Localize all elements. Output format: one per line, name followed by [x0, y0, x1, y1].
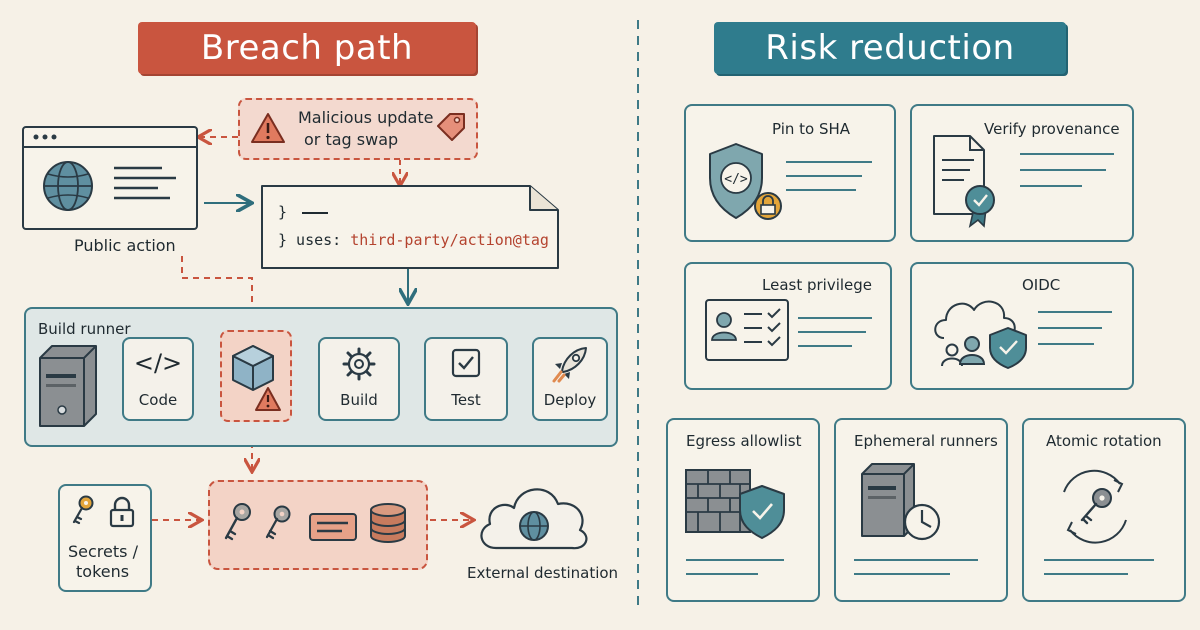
token-card-icon	[309, 513, 357, 541]
code-line-2-prefix: } uses:	[278, 231, 342, 249]
external-destination-label: External destination	[467, 564, 619, 582]
risk-reduction-title: Risk reduction	[714, 22, 1066, 74]
step-deploy: Deploy	[532, 337, 608, 421]
card-least-privilege: Least privilege	[684, 262, 892, 390]
card-ephemeral-runners: Ephemeral runners	[834, 418, 1008, 602]
rocket-icon	[552, 347, 587, 383]
public-action-label: Public action	[74, 236, 176, 255]
certificate-icon	[933, 135, 995, 228]
code-brackets-icon: </>	[133, 349, 183, 377]
shield-code-lock-icon: </>	[709, 143, 782, 220]
warning-small-icon	[255, 387, 281, 411]
threat-line2: or tag swap	[304, 130, 399, 149]
code-document	[261, 185, 559, 269]
step-test-label: Test	[451, 391, 481, 409]
card-egress-allowlist: Egress allowlist	[666, 418, 820, 602]
database-icon	[370, 503, 406, 543]
firewall-shield-icon	[685, 469, 785, 539]
breach-path-title: Breach path	[138, 22, 476, 74]
code-line-1-rule	[302, 211, 329, 214]
server-clock-icon	[861, 463, 941, 541]
card-least-privilege-title: Least privilege	[762, 276, 873, 294]
card-verify-provenance: Verify provenance	[910, 104, 1134, 242]
key-icon	[224, 503, 251, 541]
code-line-2: } uses: third-party/action@tag	[278, 231, 549, 249]
code-line-2-ref: third-party/action@tag	[350, 231, 549, 249]
public-action-window	[22, 126, 198, 230]
id-checklist-icon	[705, 299, 789, 361]
step-code: </> Code	[122, 337, 194, 421]
cube-icon	[232, 345, 274, 391]
card-verify-provenance-title: Verify provenance	[984, 120, 1120, 138]
threat-line1: Malicious update	[298, 108, 434, 127]
card-ephemeral-runners-title: Ephemeral runners	[854, 432, 998, 450]
step-build: Build	[318, 337, 400, 421]
checkbox-icon	[451, 348, 481, 378]
secrets-line1: Secrets /	[68, 542, 138, 561]
text-lines-icon	[1044, 559, 1154, 575]
globe-icon	[43, 161, 93, 211]
text-lines-icon	[114, 166, 176, 200]
cloud-identity-icon	[934, 300, 1027, 369]
text-lines-icon	[1020, 153, 1114, 187]
step-build-label: Build	[340, 391, 378, 409]
card-pin-to-sha: Pin to SHA </>	[684, 104, 896, 242]
gear-icon	[342, 347, 376, 381]
step-deploy-label: Deploy	[543, 391, 597, 409]
threat-box: Malicious update or tag swap	[238, 98, 478, 160]
key-icon	[72, 495, 94, 525]
card-pin-to-sha-title: Pin to SHA	[772, 120, 851, 138]
card-oidc-title: OIDC	[1022, 276, 1061, 294]
text-lines-icon	[854, 559, 978, 575]
tag-icon	[437, 113, 465, 141]
server-icon	[39, 345, 97, 427]
card-atomic-rotation: Atomic rotation	[1022, 418, 1186, 602]
key-rotate-icon	[1063, 469, 1127, 544]
step-test: Test	[424, 337, 508, 421]
text-lines-icon	[798, 317, 872, 347]
card-atomic-rotation-title: Atomic rotation	[1046, 432, 1162, 450]
card-oidc: OIDC	[910, 262, 1134, 390]
padlock-icon	[109, 496, 135, 528]
step-code-label: Code	[138, 391, 178, 409]
svg-text:</>: </>	[724, 172, 748, 187]
secrets-line2: tokens	[76, 562, 130, 581]
warning-icon	[251, 113, 285, 143]
text-lines-icon	[686, 559, 784, 575]
exfiltrated-data-box	[208, 480, 428, 570]
text-lines-icon	[786, 161, 872, 191]
card-egress-allowlist-title: Egress allowlist	[686, 432, 802, 450]
window-dots-icon	[33, 134, 57, 140]
secrets-box: Secrets / tokens	[58, 484, 152, 592]
text-lines-icon	[1038, 311, 1112, 345]
code-line-1: }	[278, 203, 329, 221]
build-runner-label: Build runner	[38, 320, 131, 338]
external-cloud-icon	[480, 488, 588, 550]
key-icon	[265, 505, 291, 540]
code-line-1-prefix: }	[278, 203, 288, 221]
